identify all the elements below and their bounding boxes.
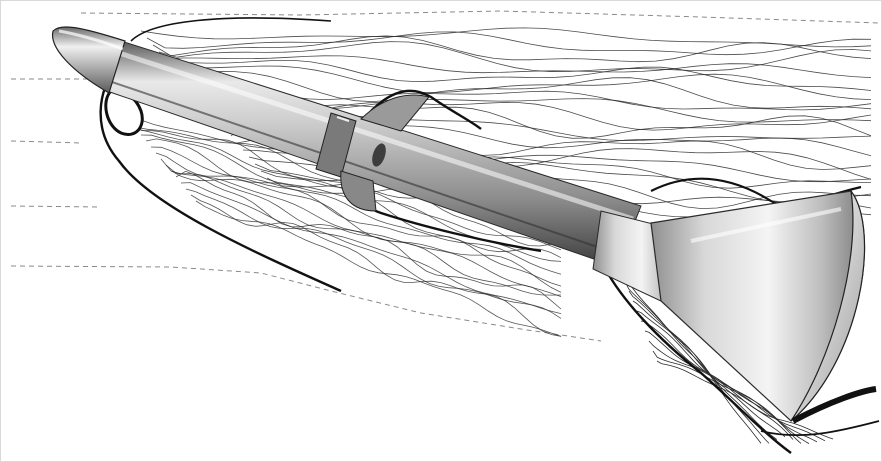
contour-line (155, 152, 562, 287)
nozzle-exit-face (790, 190, 866, 422)
contour-line (648, 340, 818, 443)
wake-shock (760, 420, 880, 436)
contour-line (158, 41, 872, 73)
streamline (10, 265, 602, 342)
fin-shock-upper (370, 89, 482, 130)
contour-line (170, 170, 562, 296)
contour-line (152, 35, 872, 63)
contour-line (190, 194, 562, 337)
bow-shock (99, 62, 342, 293)
contour-line (195, 200, 562, 337)
contour-line (652, 350, 826, 442)
contour-line (182, 71, 872, 110)
contour-line (146, 31, 872, 56)
streamline (10, 205, 102, 208)
contour-line (170, 60, 872, 91)
contour-line (165, 164, 562, 297)
contour-line (180, 182, 562, 314)
streamline (10, 140, 82, 144)
contour-line (150, 146, 562, 275)
contour-line (175, 170, 562, 310)
fin-lower (340, 170, 377, 212)
contour-line (628, 290, 778, 440)
contour-line (164, 55, 872, 78)
contour-line (656, 360, 834, 440)
contour-line (160, 158, 562, 293)
nozzle-shock-lower (599, 260, 792, 454)
nose-shock-upper (130, 17, 332, 42)
contour-line (140, 27, 872, 48)
contour-line (185, 188, 562, 319)
rocket-assembly (51, 26, 877, 424)
contour-line (620, 270, 762, 444)
streamline-group (10, 10, 880, 342)
streamline (80, 10, 880, 24)
contour-line (176, 65, 872, 100)
fin-upper (360, 94, 430, 132)
